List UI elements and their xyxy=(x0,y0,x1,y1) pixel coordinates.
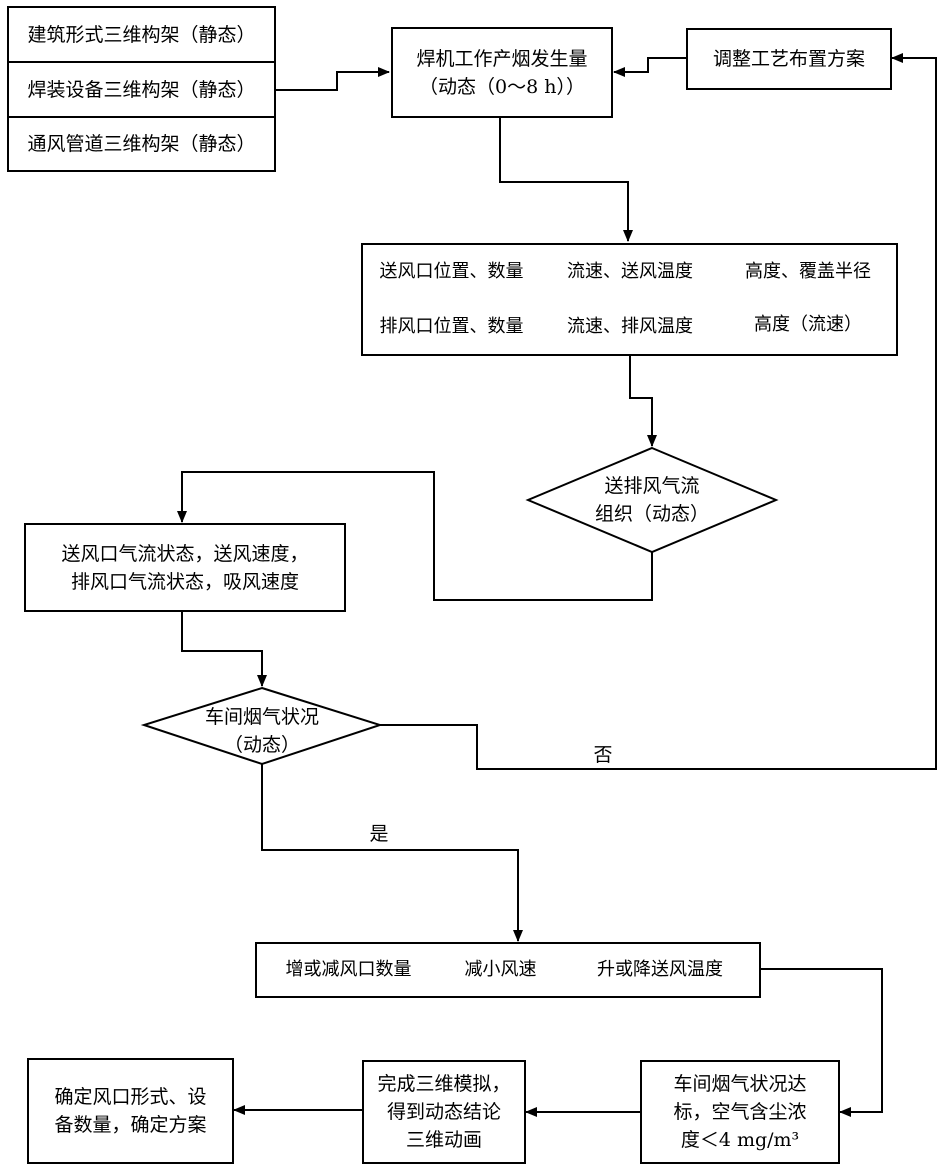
adjust-process-layout-box: 调整工艺布置方案 xyxy=(686,28,892,90)
static-frame-building-label: 建筑形式三维构架（静态） xyxy=(27,23,256,46)
simulation-done-box: 完成三维模拟， 得到动态结论 三维动画 xyxy=(362,1060,526,1164)
adjustment-options-table xyxy=(255,942,761,998)
vent-table-cell: 排风口位置、数量 xyxy=(379,316,524,337)
arrow-smoke-to-table xyxy=(499,118,633,242)
arrow-no-to-adjust xyxy=(380,53,937,770)
arrow-yes-to-adjust-table xyxy=(261,764,523,942)
arrow-adjust-table-to-standard xyxy=(760,968,883,1117)
vent-table-cell: 流速、排风温度 xyxy=(567,316,693,337)
adjust-process-layout-label: 调整工艺布置方案 xyxy=(712,48,865,70)
standard-met-label: 车间烟气状况达 标，空气含尘浓 度＜4 mg/m³ xyxy=(673,1073,807,1151)
airflow-organization-label: 送排风气流 组织（动态） xyxy=(594,475,709,525)
workshop-smoke-diamond xyxy=(140,686,384,766)
arrow-frames-to-smoke xyxy=(276,67,390,91)
vent-table-cell: 高度、覆盖半径 xyxy=(745,260,871,282)
no-branch-label: 否 xyxy=(593,744,613,766)
welding-smoke-box: 焊机工作产烟发生量 （动态（0～8 h）） xyxy=(391,27,613,118)
adjust-table-cell: 升或降送风温度 xyxy=(597,959,723,980)
arrow-adjust-to-smoke xyxy=(613,57,686,77)
yes-branch-label: 是 xyxy=(369,823,389,845)
adjust-table-cell: 增或减风口数量 xyxy=(285,959,412,980)
static-frame-ventilation-duct: 通风管道三维构架（静态） xyxy=(7,116,276,172)
adjust-table-cell: 减小风速 xyxy=(464,959,537,980)
welding-smoke-label: 焊机工作产烟发生量 （动态（0～8 h）） xyxy=(416,47,588,98)
vent-table-cell: 流速、送风温度 xyxy=(567,260,693,282)
vent-table-cell: 高度（流速） xyxy=(754,314,862,335)
final-plan-box: 确定风口形式、设 备数量，确定方案 xyxy=(27,1058,234,1164)
vent-parameters-table xyxy=(361,243,898,356)
final-plan-label: 确定风口形式、设 备数量，确定方案 xyxy=(54,1086,207,1136)
static-frame-ventilation-duct-label: 通风管道三维构架（静态） xyxy=(27,133,256,155)
workshop-smoke-label: 车间烟气状况 （动态） xyxy=(204,706,319,756)
simulation-done-label: 完成三维模拟， 得到动态结论 三维动画 xyxy=(377,1073,511,1151)
arrow-table-to-airflow xyxy=(629,355,657,447)
static-frame-welding-equipment-label: 焊装设备三维构架（静态） xyxy=(27,78,256,101)
standard-met-box: 车间烟气状况达 标，空气含尘浓 度＜4 mg/m³ xyxy=(640,1060,840,1164)
static-frame-welding-equipment: 焊装设备三维构架（静态） xyxy=(7,61,276,118)
airflow-organization-diamond xyxy=(525,446,779,554)
arrow-airflow-to-state xyxy=(177,471,653,601)
arrow-state-to-workshop xyxy=(181,612,267,687)
airflow-state-label: 送风口气流状态，送风速度， 排风口气流状态，吸风速度 xyxy=(61,542,309,593)
vent-table-cell: 送风口位置、数量 xyxy=(379,260,524,282)
static-frame-building: 建筑形式三维构架（静态） xyxy=(7,6,276,63)
airflow-state-box: 送风口气流状态，送风速度， 排风口气流状态，吸风速度 xyxy=(24,523,346,612)
